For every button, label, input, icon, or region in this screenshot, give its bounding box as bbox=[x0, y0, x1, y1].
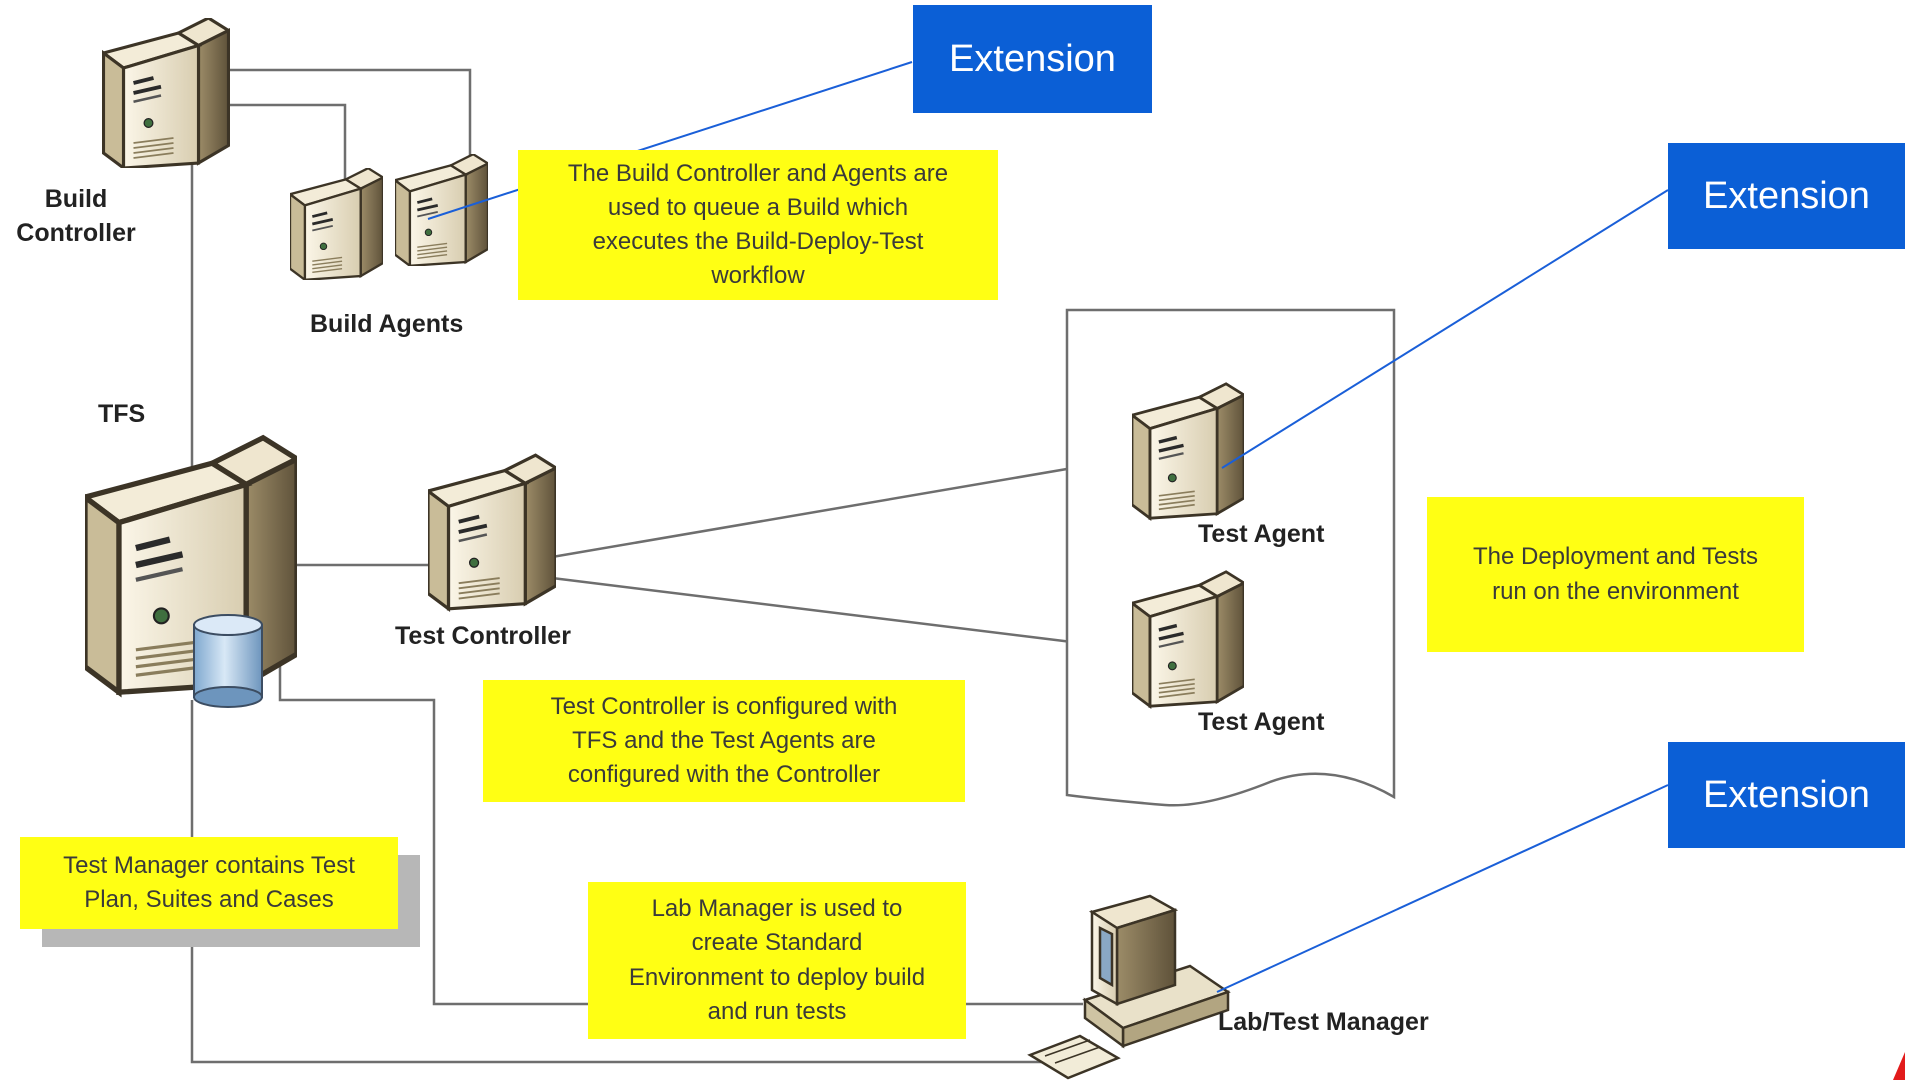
lab-manager-note-line-3: Environment to deploy build bbox=[628, 963, 926, 991]
test-controller-note: Test Controller is configured with TFS a… bbox=[483, 680, 965, 802]
build-agent-server-icon-2 bbox=[395, 154, 488, 266]
tfs-label: TFS bbox=[98, 400, 146, 428]
corner-mark bbox=[1893, 1052, 1905, 1080]
test-controller-label: Test Controller bbox=[395, 622, 571, 650]
test-controller-server-icon bbox=[428, 455, 556, 609]
lab-manager-note-line-2: create Standard bbox=[691, 929, 863, 957]
connector-tfs-to-lab-test-manager bbox=[190, 700, 1060, 1064]
test-controller-note-line-1: Test Controller is configured with bbox=[550, 692, 898, 720]
extension-pointers bbox=[427, 61, 1669, 993]
connector-build-controller-to-agent-2 bbox=[225, 103, 347, 185]
test-manager-note-line-1: Test Manager contains Test bbox=[63, 851, 355, 879]
build-controller-label: Build Controller bbox=[11, 183, 141, 251]
test-agent-label-1: Test Agent bbox=[1198, 520, 1325, 548]
build-note: The Build Controller and Agents are used… bbox=[518, 150, 998, 300]
pointer-top-extension bbox=[427, 61, 913, 220]
build-controller-server-icon bbox=[102, 18, 230, 168]
lab-test-manager-label: Lab/Test Manager bbox=[1218, 1008, 1429, 1036]
build-note-line-1: The Build Controller and Agents are bbox=[567, 159, 949, 187]
test-controller-note-line-3: configured with the Controller bbox=[567, 761, 881, 789]
build-agents-label: Build Agents bbox=[310, 310, 464, 338]
build-agent-server-icon bbox=[290, 168, 383, 280]
pointer-right-bottom-extension bbox=[1216, 784, 1669, 993]
build-controller-label-line-1: Build bbox=[44, 185, 108, 213]
deployment-note-line-1: The Deployment and Tests bbox=[1472, 543, 1759, 571]
test-manager-note-line-2: Plan, Suites and Cases bbox=[84, 886, 334, 913]
connector-test-controller-to-agent-2 bbox=[551, 576, 1138, 652]
build-note-line-4: workflow bbox=[711, 262, 805, 290]
lab-manager-note: Lab Manager is used to create Standard E… bbox=[588, 882, 966, 1039]
pointer-right-top-extension bbox=[1221, 189, 1669, 469]
database-icon bbox=[193, 614, 263, 708]
connector-test-controller-to-agent-1 bbox=[551, 455, 1138, 559]
build-note-line-3: executes the Build-Deploy-Test bbox=[592, 228, 924, 255]
lab-manager-note-line-4: and run tests bbox=[707, 997, 847, 1025]
connector-build-controller-to-agent bbox=[225, 68, 472, 182]
extension-right-bottom: Extension bbox=[1668, 742, 1905, 848]
extension-top: Extension bbox=[913, 5, 1152, 113]
test-manager-note: Test Manager contains Test Plan, Suites … bbox=[20, 837, 398, 929]
build-note-line-2: used to queue a Build which bbox=[607, 193, 909, 221]
test-agent-label-2: Test Agent bbox=[1198, 708, 1325, 736]
extension-right-top: Extension bbox=[1668, 143, 1905, 249]
test-controller-note-line-2: TFS and the Test Agents are bbox=[572, 726, 876, 754]
deployment-note: The Deployment and Tests run on the envi… bbox=[1427, 497, 1804, 652]
tfs-server-icon bbox=[85, 438, 297, 692]
workstation-icon bbox=[1027, 894, 1231, 1080]
build-controller-label-line-2: Controller bbox=[16, 218, 136, 247]
lab-manager-note-line-1: Lab Manager is used to bbox=[651, 895, 903, 923]
deployment-note-line-2: run on the environment bbox=[1492, 577, 1739, 605]
